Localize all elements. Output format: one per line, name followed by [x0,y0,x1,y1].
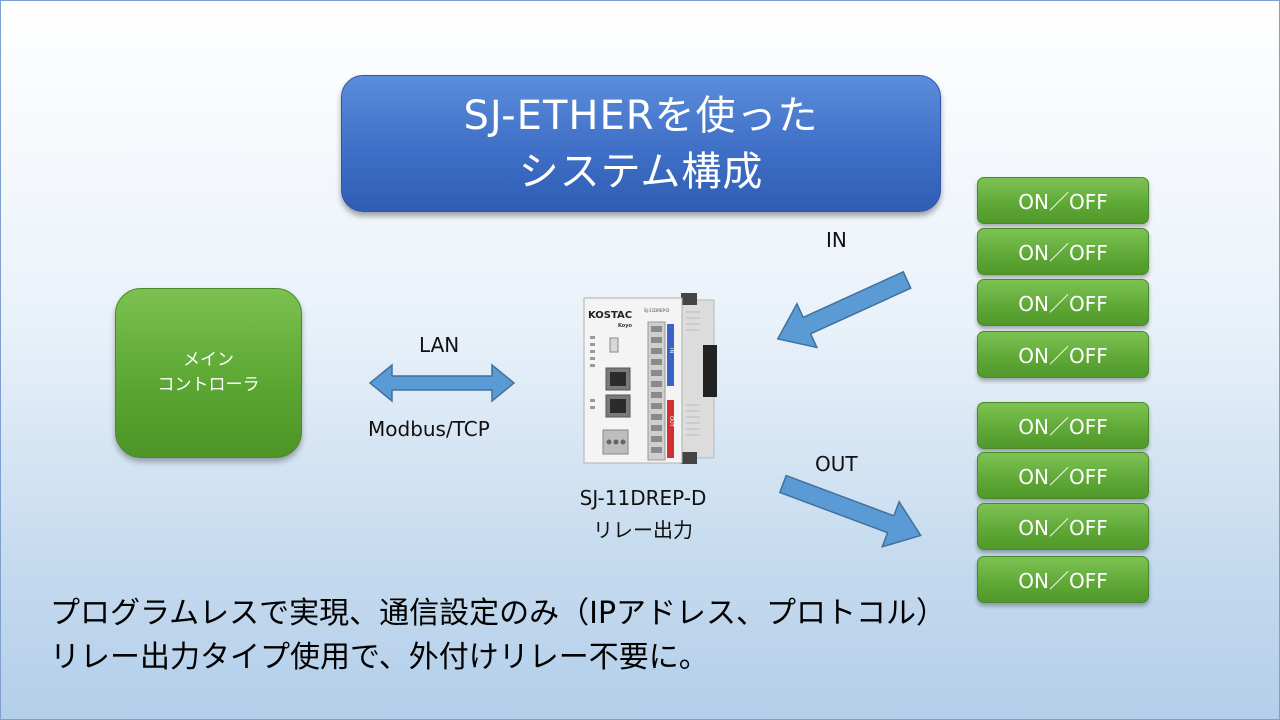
device-desc-label: リレー出力 [593,518,693,542]
title-box: SJ-ETHERを使った システム構成 [341,75,941,212]
device-brand: KOSTAC [588,310,632,321]
out-switch-2: ON／OFF [977,452,1149,499]
device-graphic: KOSTAC Koyo SJ-11DREP-D [583,293,717,464]
in-label: IN [826,228,847,252]
device-out-tag: OUT [668,416,674,428]
out-switch-1: ON／OFF [977,402,1149,449]
title-line-2: システム構成 [518,148,764,195]
out-switch-4: ON／OFF [977,556,1149,603]
title-line-1: SJ-ETHERを使った [463,92,819,139]
in-switch-3: ON／OFF [977,279,1149,326]
device-model-label: SJ-11DREP-D [579,486,707,510]
in-switch-2: ON／OFF [977,228,1149,275]
in-arrow [776,270,912,349]
main-controller-line-1: メイン [183,350,234,370]
caption: プログラムレスで実現、通信設定のみ（IPアドレス、プロトコル） リレー出力タイプ… [50,592,946,680]
main-controller-line-2: コントローラ [157,375,260,395]
in-switch-4: ON／OFF [977,331,1149,378]
device-sub-brand: Koyo [618,323,632,329]
in-switch-1: ON／OFF [977,177,1149,224]
out-switch-3: ON／OFF [977,503,1149,550]
lan-double-arrow [368,363,516,403]
caption-line-1: プログラムレスで実現、通信設定のみ（IPアドレス、プロトコル） [50,596,947,631]
out-label: OUT [815,452,858,476]
main-controller-box: メイン コントローラ [115,288,302,458]
out-arrow [778,474,922,548]
caption-line-2: リレー出力タイプ使用で、外付けリレー不要に。 [50,640,709,675]
lan-label: LAN [419,333,460,357]
modbus-tcp-label: Modbus/TCP [368,417,490,441]
device-panel-model: SJ-11DREP-D [644,308,669,313]
device-in-tag: IN [668,348,674,353]
